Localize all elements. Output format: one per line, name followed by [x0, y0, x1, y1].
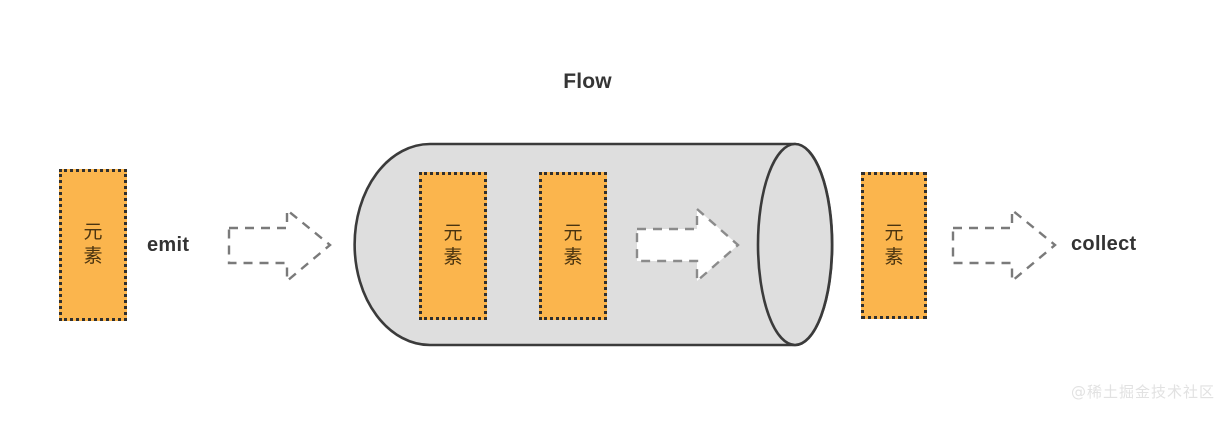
- element-box-label: 元 素: [83, 221, 103, 267]
- element-box-in-flow-2: 元 素: [539, 172, 607, 320]
- emit-arrow-icon: [227, 207, 332, 284]
- flow-arrow-icon: [635, 206, 740, 284]
- element-box-output: 元 素: [861, 172, 927, 319]
- collect-label: collect: [1071, 233, 1137, 255]
- emit-label: emit: [147, 234, 190, 256]
- element-box-in-flow-1: 元 素: [419, 172, 487, 320]
- element-box-source: 元 素: [59, 169, 127, 321]
- watermark: @稀土掘金技术社区: [1070, 383, 1215, 401]
- element-box-label: 元 素: [563, 222, 583, 268]
- diagram-title: Flow: [563, 70, 612, 93]
- element-box-label: 元 素: [884, 221, 904, 268]
- collect-arrow-icon: [951, 207, 1057, 284]
- element-box-label: 元 素: [443, 222, 463, 268]
